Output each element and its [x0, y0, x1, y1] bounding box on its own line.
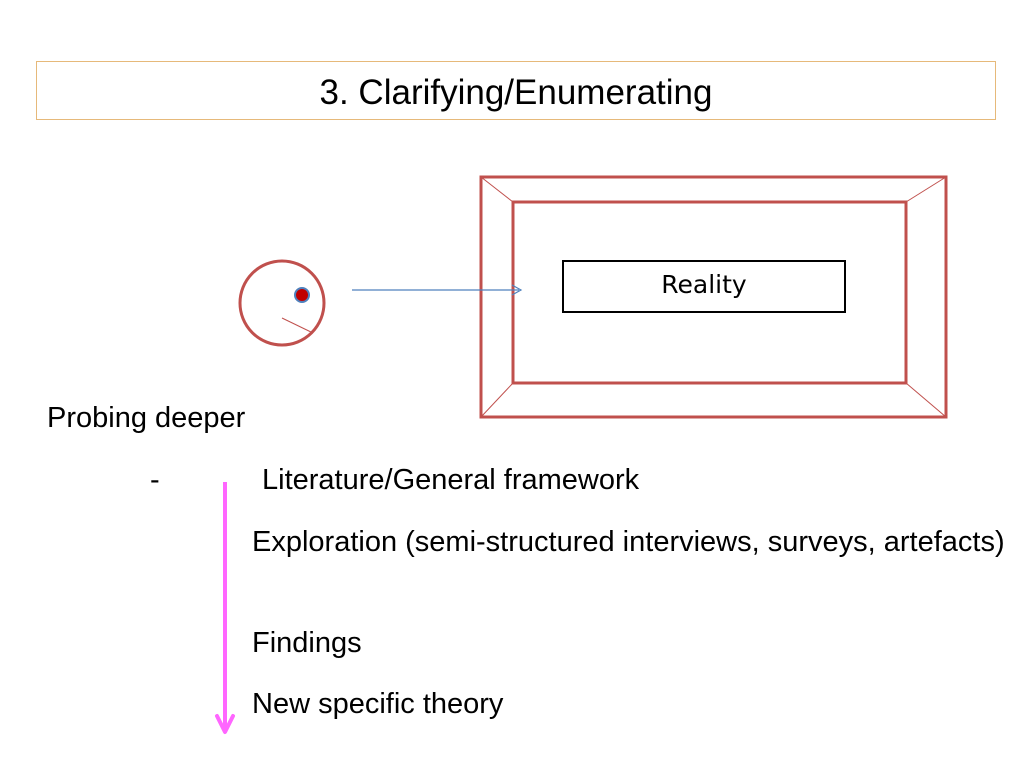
list-item-new-theory: New specific theory — [252, 688, 504, 720]
frame-corner-line-tl — [480, 176, 514, 203]
list-item-exploration: Exploration (semi-structured interviews,… — [252, 526, 1005, 558]
reality-label: Reality — [661, 270, 747, 299]
list-heading: Probing deeper — [47, 402, 246, 434]
slide-title: 3. Clarifying/Enumerating — [319, 73, 713, 112]
progression-arrow-head — [215, 714, 235, 734]
list-bullet: - — [150, 464, 160, 496]
outer-frame — [479, 175, 948, 419]
list-item-literature: Literature/General framework — [262, 464, 640, 496]
frame-corner-line-bl — [480, 382, 514, 418]
reality-box — [562, 260, 846, 313]
list-item-findings: Findings — [252, 627, 362, 659]
title-box: 3. Clarifying/Enumerating — [36, 61, 996, 120]
frame-corner-line-br — [905, 382, 947, 418]
frame-corner-line-tr — [905, 176, 947, 203]
observer-radius-line — [281, 317, 314, 334]
observer-circle — [238, 259, 326, 347]
inner-frame — [511, 200, 908, 385]
connector-arrow-head — [511, 284, 523, 296]
observer-dot — [294, 287, 310, 303]
